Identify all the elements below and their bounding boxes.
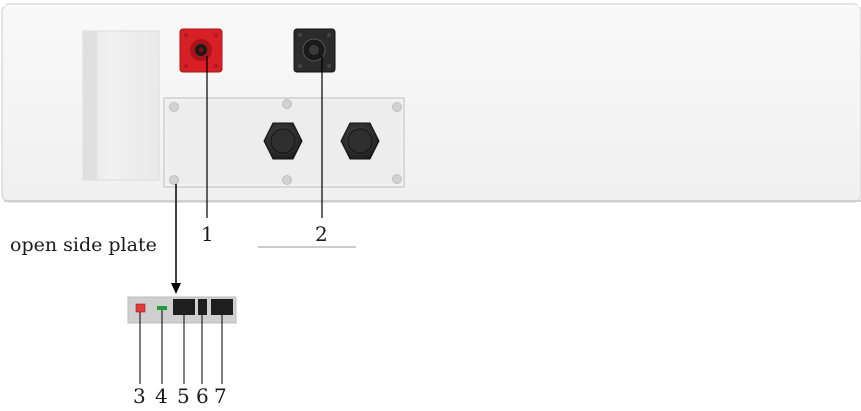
negative-terminal-icon [293, 28, 336, 73]
callout-3: 3 [133, 384, 146, 408]
cable-gland-icon [263, 122, 303, 160]
callout-4: 4 [155, 384, 168, 408]
port-5-black-connector [173, 299, 195, 315]
port-6-black-connector [198, 299, 207, 315]
arrow-down-icon [171, 184, 181, 294]
port-4-green-indicator [157, 306, 167, 310]
open-side-plate-label: open side plate [10, 234, 157, 256]
cable-gland-icon [340, 122, 380, 160]
side-plate [163, 97, 405, 188]
handle-recess [82, 30, 160, 181]
callout-6: 6 [196, 384, 209, 408]
plate-screw-icon [169, 99, 402, 185]
port-3-red-switch [135, 303, 146, 313]
port-7-black-connector [211, 299, 233, 315]
callout-7: 7 [214, 384, 227, 408]
callout-2: 2 [315, 222, 328, 246]
callout-1: 1 [201, 222, 214, 246]
positive-terminal-icon [179, 28, 223, 73]
callout-5: 5 [177, 384, 190, 408]
side-port-panel [127, 296, 237, 324]
